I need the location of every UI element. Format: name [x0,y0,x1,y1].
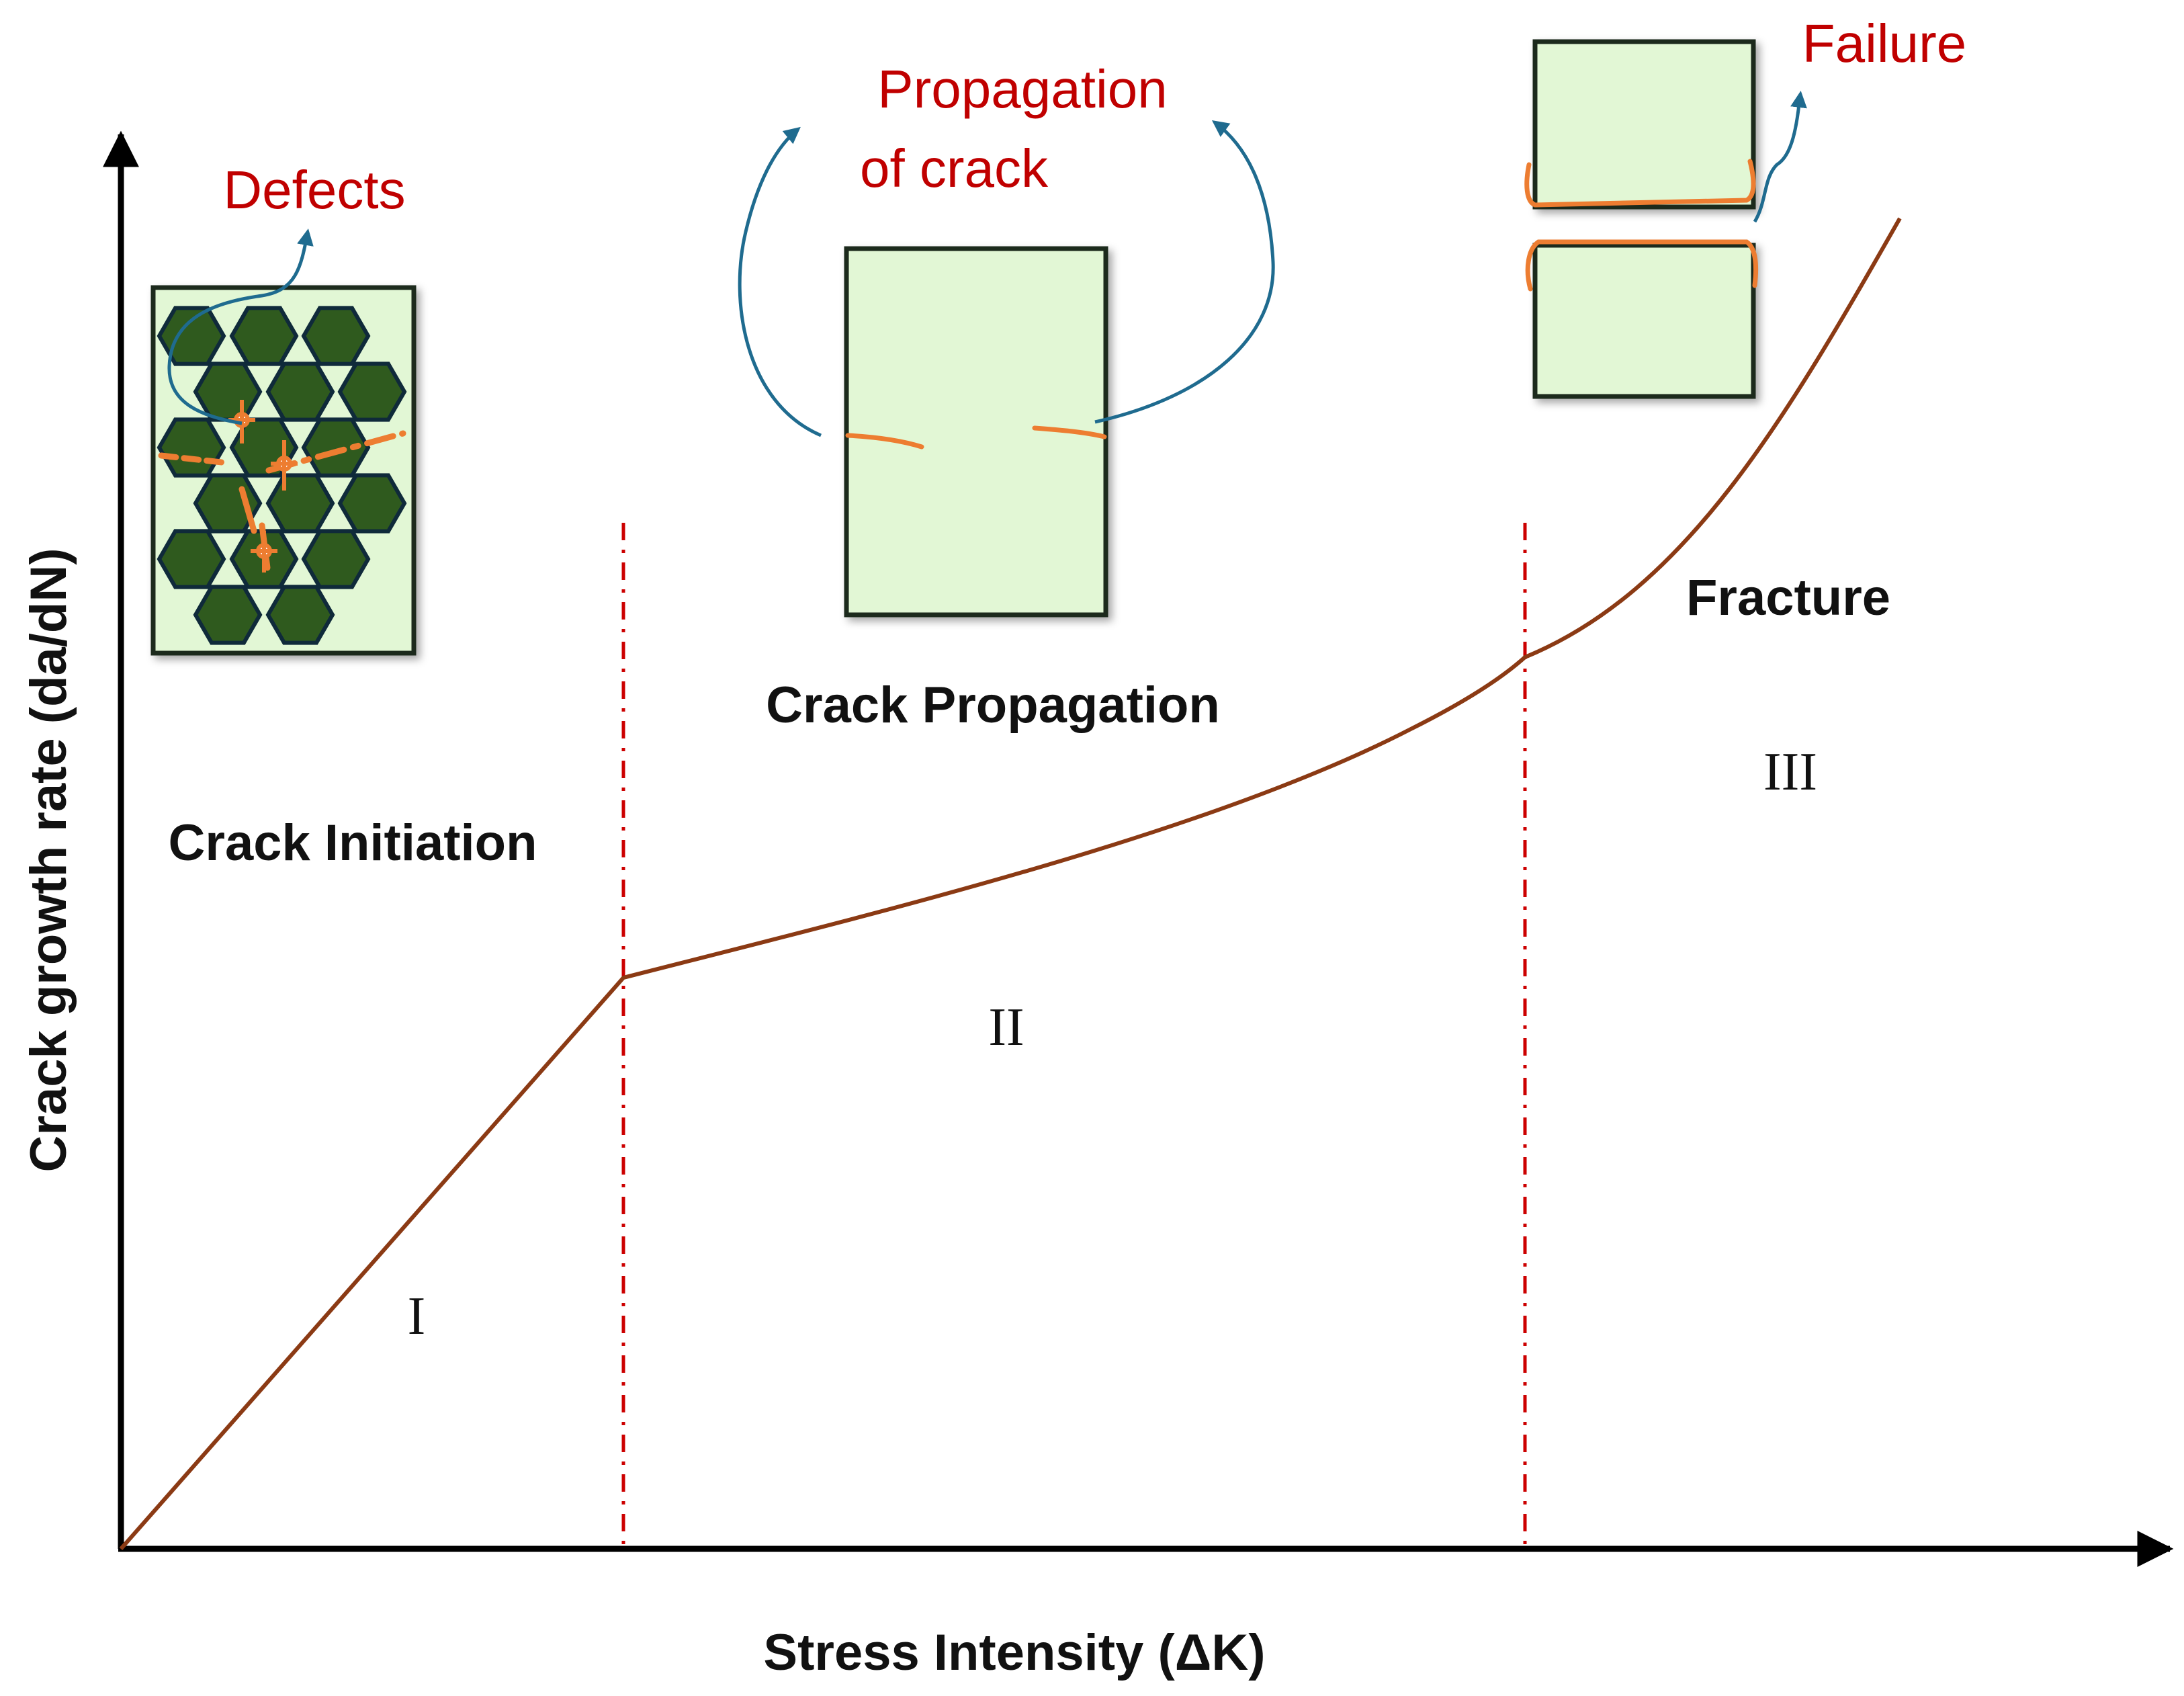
grain-hexagon [157,529,226,589]
grain-hexagon [265,585,335,645]
propagation-label-line1: Propagation [877,59,1167,119]
defects-label: Defects [223,160,405,220]
grain-hexagon [193,362,263,422]
grain-hexagon [265,362,335,422]
failure-label: Failure [1802,13,1967,73]
y-axis-label: Crack growth rate (da/dN) [20,548,77,1172]
propagation-label-line2: of crack [860,138,1049,198]
grain-hexagon [301,306,371,366]
grain-hexagon [337,362,407,422]
propagating-crack-specimen-icon [738,120,1275,618]
grain-hexagon [157,306,226,366]
defects-microstructure-icon [150,228,417,656]
grain-hexagon [301,417,371,478]
region-1-numeral: I [408,1287,426,1346]
region-2-numeral: II [988,998,1024,1057]
grain-hexagon [265,473,335,534]
grain-hexagon [157,417,226,478]
fractured-specimen-icon [1524,39,1807,399]
x-axis-label: Stress Intensity (ΔK) [763,1624,1265,1681]
region-3-title: Fracture [1686,569,1890,626]
region-2-title: Crack Propagation [766,677,1220,734]
grain-hexagon [301,529,371,589]
grain-hexagon [337,473,407,534]
grain-hexagon [193,585,263,645]
grain-hexagon [229,306,299,366]
region-3-numeral: III [1763,743,1817,802]
crack-growth-curve [119,217,1902,1550]
region-1-title: Crack Initiation [169,814,537,872]
